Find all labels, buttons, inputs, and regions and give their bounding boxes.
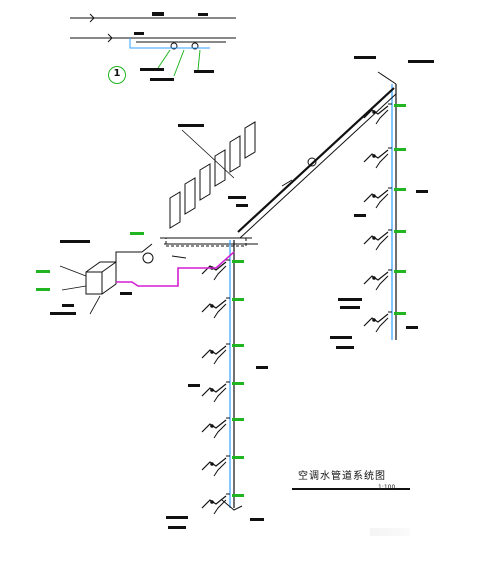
left-riser	[221, 240, 243, 511]
radiator-panel-5	[229, 135, 241, 173]
radiator-panel-6	[244, 121, 256, 159]
watermark	[370, 528, 410, 536]
detail-callout: 1	[108, 66, 126, 84]
right-branch-2	[363, 147, 406, 169]
detail-sketch	[70, 12, 236, 81]
panel-manifold	[160, 124, 258, 247]
left-branch-4	[201, 381, 244, 403]
radiator-panels	[169, 121, 256, 229]
right-branch-5	[363, 269, 406, 291]
diagram-scale: 1:100	[378, 484, 396, 491]
right-riser-branches	[363, 103, 406, 333]
right-branch-1	[363, 103, 406, 125]
left-branch-2	[201, 297, 244, 319]
right-riser	[354, 56, 434, 340]
left-riser-branches	[201, 259, 244, 515]
left-branch-7	[201, 493, 244, 515]
radiator-panel-3	[199, 163, 211, 201]
riser-labels	[166, 190, 428, 529]
left-branch-3	[201, 343, 244, 365]
radiator-panel-1	[169, 191, 181, 229]
diagonal-main	[237, 87, 397, 239]
title-underline	[292, 488, 410, 490]
right-branch-4	[363, 229, 406, 251]
radiator-panel-4	[214, 149, 226, 187]
left-branch-6	[201, 455, 244, 477]
right-branch-3	[363, 187, 406, 209]
left-branch-1	[201, 259, 244, 281]
callout-number: 1	[113, 68, 121, 79]
left-branch-5	[201, 417, 244, 439]
right-branch-6	[363, 311, 406, 333]
radiator-panel-2	[184, 177, 196, 215]
equipment-unit	[36, 232, 235, 315]
diagram-title: 空调水管道系统图	[298, 471, 386, 482]
